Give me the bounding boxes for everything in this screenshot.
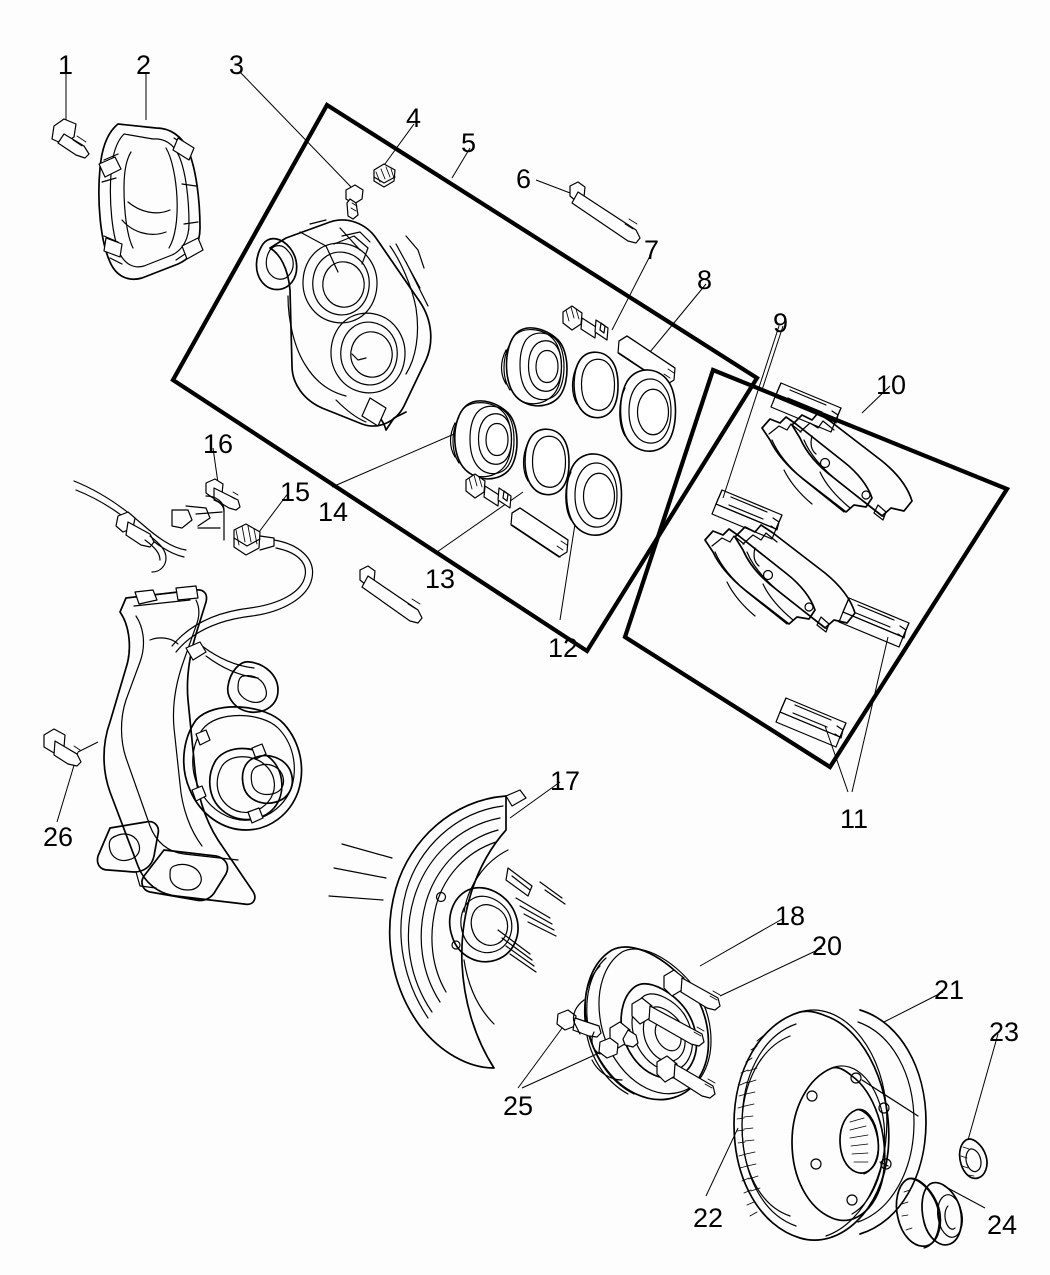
part-12-dust-boot-lower bbox=[565, 453, 623, 536]
part-14-piston-lower bbox=[449, 400, 518, 480]
part-6-guide-pin-bolt-lower bbox=[359, 565, 423, 624]
caliper-assembly-box bbox=[170, 102, 760, 654]
part-21-brake-rotor bbox=[733, 1009, 927, 1241]
part-11-clip-bottom bbox=[775, 697, 847, 748]
part-8-guide-sleeve-upper bbox=[617, 335, 676, 386]
callout-8: 8 bbox=[697, 265, 713, 295]
part-25-hub-bolts bbox=[556, 1009, 619, 1059]
callout-17: 17 bbox=[550, 766, 581, 796]
part-5-caliper-body bbox=[255, 219, 432, 431]
part-7-guide-pin-bushing-upper bbox=[562, 305, 609, 341]
callout-10: 10 bbox=[876, 370, 907, 400]
part-6-guide-pin-bolt bbox=[569, 181, 641, 244]
part-16-banjo-bolt bbox=[205, 478, 241, 511]
callout-2: 2 bbox=[136, 50, 152, 80]
callout-21: 21 bbox=[934, 975, 965, 1005]
callout-26: 26 bbox=[43, 822, 74, 852]
part-15-brake-hose bbox=[73, 480, 314, 653]
callout-22: 22 bbox=[693, 1203, 724, 1233]
wheel-studs bbox=[609, 969, 721, 1099]
callout-15: 15 bbox=[280, 477, 311, 507]
part-13-piston-seal-upper bbox=[571, 351, 619, 419]
part-17-brake-dust-shield bbox=[328, 789, 566, 1069]
callout-9: 9 bbox=[773, 308, 789, 338]
brake-pad-upper bbox=[791, 412, 913, 521]
callout-5: 5 bbox=[461, 128, 477, 158]
callout-3: 3 bbox=[229, 50, 245, 80]
callout-24: 24 bbox=[987, 1210, 1018, 1240]
part-7-guide-pin-bushing-lower bbox=[465, 473, 512, 509]
part-9-clip-upper bbox=[770, 382, 842, 433]
steering-knuckle bbox=[96, 585, 303, 906]
part-2-caliper-bracket bbox=[98, 123, 204, 281]
callout-25: 25 bbox=[503, 1091, 534, 1121]
callout-6: 6 bbox=[516, 164, 532, 194]
brake-pad-lower-shim bbox=[704, 528, 816, 625]
part-14-piston-upper bbox=[500, 327, 568, 407]
callout-23: 23 bbox=[989, 1017, 1020, 1047]
part-13-piston-seal-lower bbox=[522, 428, 570, 496]
part-9-clip-mid bbox=[711, 489, 783, 540]
part-23-axle-washer bbox=[958, 1138, 988, 1180]
brake-pads bbox=[704, 412, 913, 633]
part-12-dust-boot-upper bbox=[619, 369, 677, 452]
callout-12: 12 bbox=[548, 633, 579, 663]
part-18-wheel-hub-bearing bbox=[556, 946, 721, 1101]
callout-20: 20 bbox=[812, 931, 843, 961]
part-11-clip-right bbox=[838, 597, 910, 648]
part-26-abs-sensor-bolt bbox=[43, 728, 82, 767]
part-24-axle-hub-nut bbox=[895, 1177, 963, 1249]
part-4-bleeder-cap bbox=[373, 163, 396, 188]
part-1-caliper-bolt bbox=[51, 118, 90, 159]
callout-7: 7 bbox=[644, 235, 660, 265]
callout-14: 14 bbox=[318, 497, 349, 527]
callout-11: 11 bbox=[840, 804, 869, 834]
callout-4: 4 bbox=[406, 103, 422, 133]
brake-pad-upper-shim bbox=[761, 416, 873, 513]
callout-18: 18 bbox=[775, 901, 806, 931]
callout-16: 16 bbox=[203, 429, 234, 459]
callout-1: 1 bbox=[58, 50, 74, 80]
rotor-vanes bbox=[736, 1035, 764, 1217]
brake-pad-lower bbox=[734, 524, 856, 633]
part-8-guide-sleeve-lower bbox=[510, 507, 569, 558]
pad-retainer-clips bbox=[711, 382, 910, 748]
callout-13: 13 bbox=[425, 564, 456, 594]
part-3-bleeder-screw bbox=[345, 184, 364, 220]
brake-pad-kit-box bbox=[622, 367, 1011, 770]
